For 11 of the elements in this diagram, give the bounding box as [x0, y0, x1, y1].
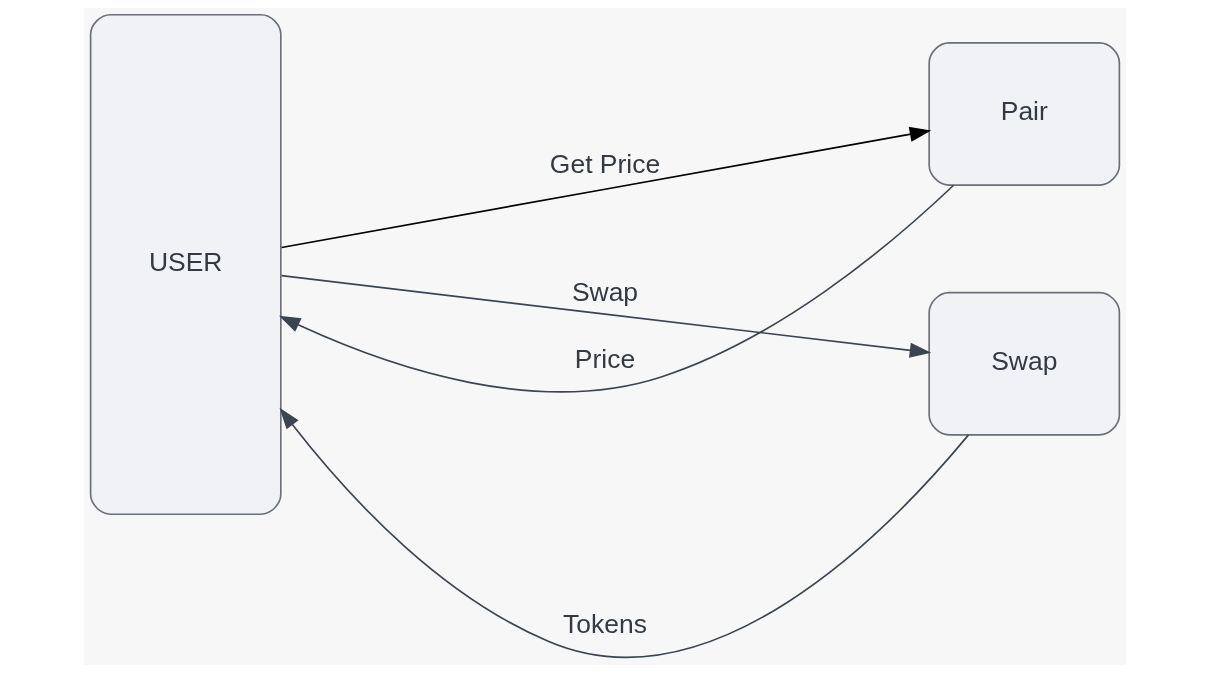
edge-label: Swap	[571, 276, 638, 307]
edge-label: Price	[574, 344, 635, 375]
edge-label: Tokens	[562, 608, 647, 639]
arrow	[280, 274, 931, 358]
arrow	[279, 407, 969, 659]
node-box: USER	[89, 13, 282, 516]
node-box: Pair	[927, 42, 1120, 186]
node-box: Swap	[927, 291, 1120, 436]
arrow	[278, 184, 954, 393]
edge-label: Get Price	[549, 149, 660, 180]
arrow	[280, 126, 931, 249]
